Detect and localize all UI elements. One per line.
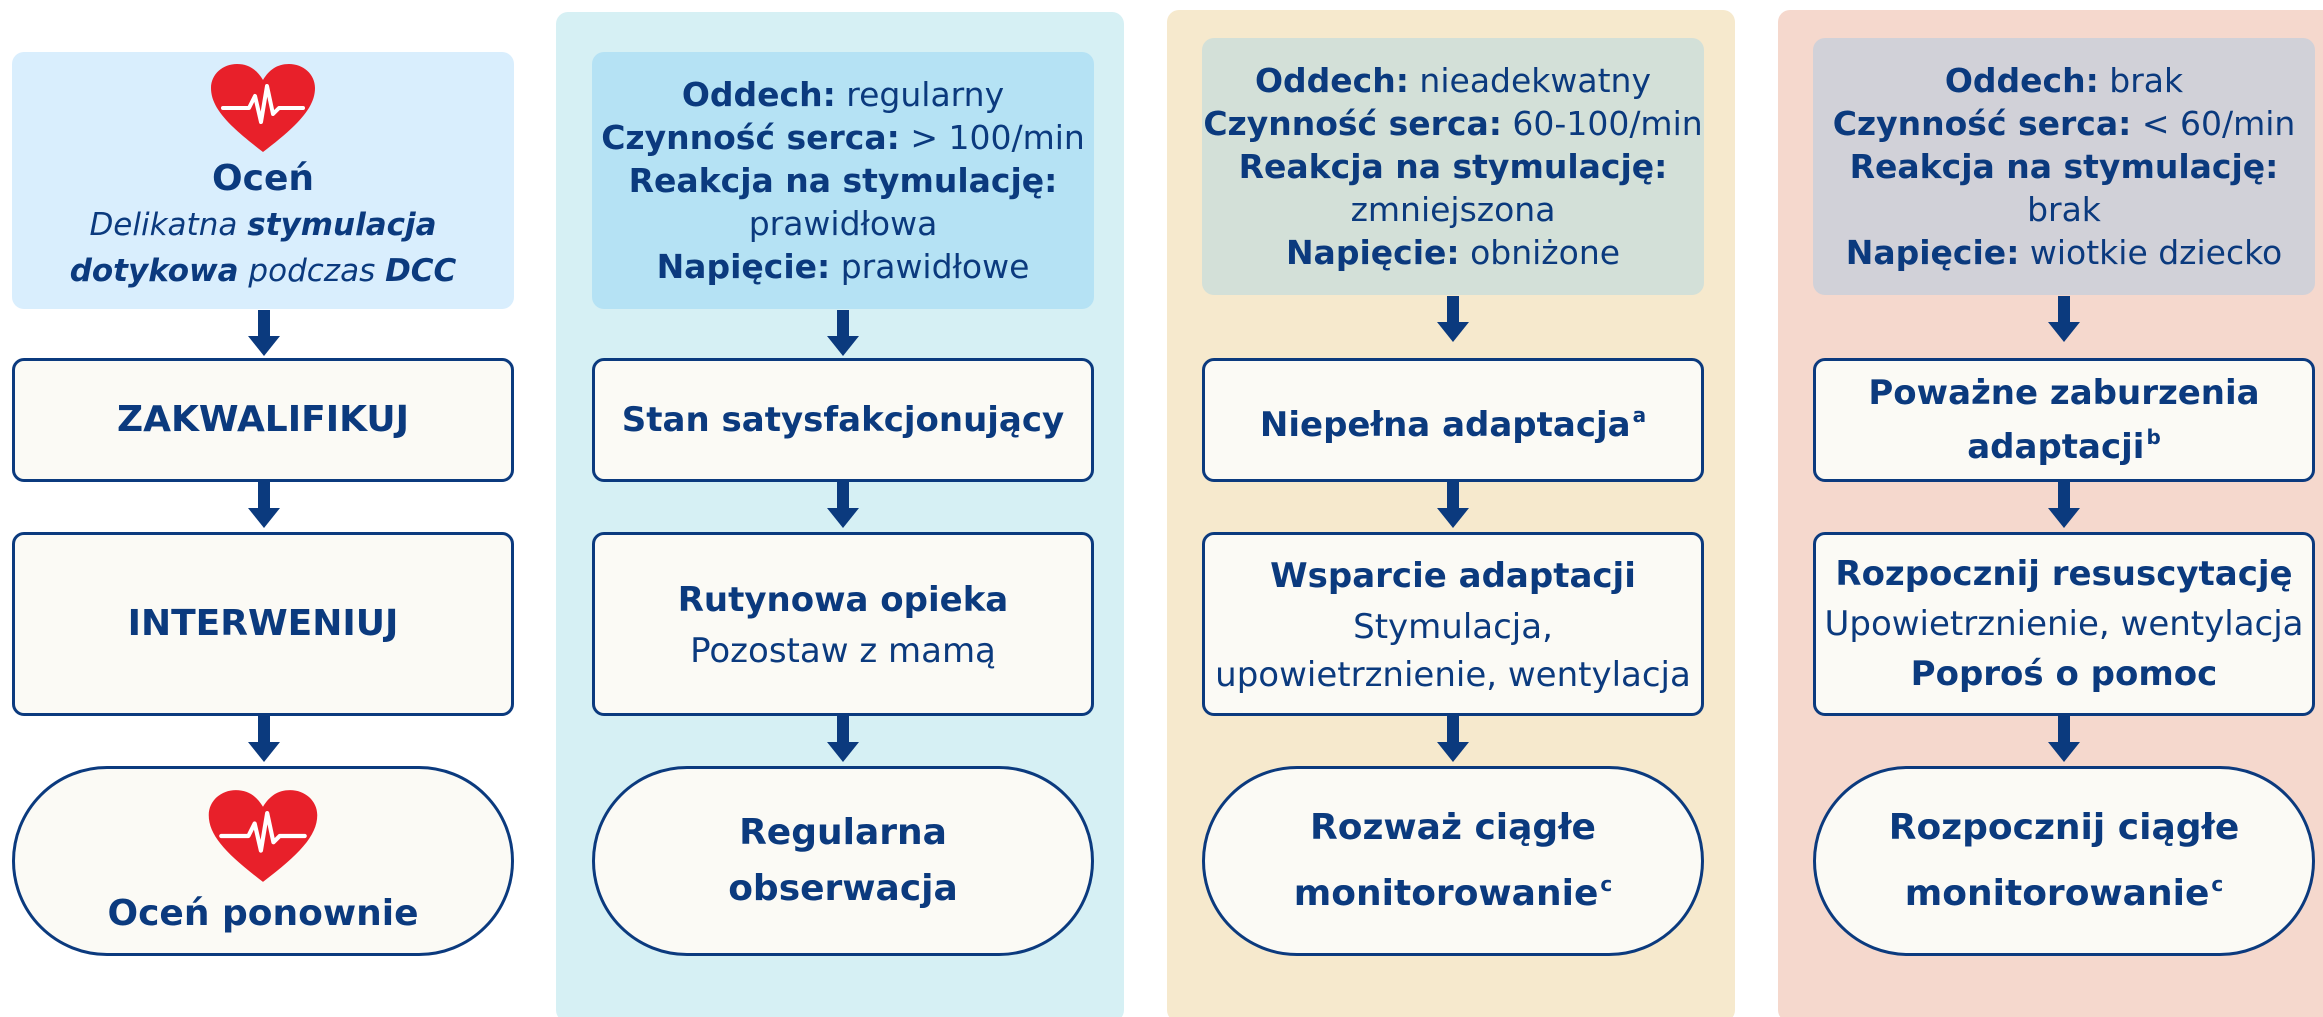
arrow-down-icon (2048, 482, 2080, 528)
qualify-label: ZAKWALIFIKUJ (116, 399, 410, 440)
reaction-criterion-label: Reakcja na stymulację: (1238, 147, 1668, 186)
partial-criteria-box: Oddech: nieadekwatny Czynność serca: 60-… (1202, 38, 1704, 295)
arrow-down-icon (2048, 296, 2080, 342)
start-resuscitation-box: Rozpocznij resuscytację Upowietrznienie,… (1813, 532, 2315, 716)
start-resuscitation-desc: Upowietrznienie, wentylacja (1824, 604, 2304, 644)
tone-criterion: Napięcie: obniżone (1285, 233, 1621, 272)
arrow-down-icon (1437, 296, 1469, 342)
reassess-label: Oceń ponownie (107, 893, 419, 934)
breath-criterion: Oddech: regularny (681, 75, 1005, 114)
reaction-criterion-value: brak (2027, 190, 2101, 229)
regular-observation-line2: obserwacja (728, 868, 958, 909)
assess-title: Oceń (212, 157, 314, 199)
arrow-down-icon (248, 310, 280, 356)
support-adaptation-title: Wsparcie adaptacji (1270, 556, 1636, 596)
normal-state-box: Stan satysfakcjonujący (592, 358, 1094, 482)
arrow-down-icon (827, 482, 859, 528)
reassess-box: Oceń ponownie (12, 766, 514, 956)
regular-observation-box: Regularna obserwacja (592, 766, 1094, 956)
heart-rate-criterion: Czynność serca: 60-100/min (1203, 104, 1703, 143)
assess-subtitle-line2: dotykowa podczas DCC (69, 252, 457, 289)
arrow-down-icon (248, 482, 280, 528)
start-monitoring-line1: Rozpocznij ciągłe (1888, 807, 2240, 848)
intervene-box: INTERWENIUJ (12, 532, 514, 716)
heart-rate-criterion: Czynność serca: > 100/min (601, 118, 1085, 157)
start-resuscitation-title: Rozpocznij resuscytację (1835, 554, 2293, 594)
reaction-criterion-value: zmniejszona (1350, 190, 1556, 229)
support-adaptation-desc-line2: upowietrznienie, wentylacja (1215, 655, 1691, 695)
consider-monitoring-line1: Rozważ ciągłe (1310, 807, 1596, 848)
arrow-down-icon (827, 310, 859, 356)
support-adaptation-desc-line1: Stymulacja, (1353, 607, 1553, 647)
breath-criterion: Oddech: brak (1944, 61, 2184, 100)
severe-state-line1: Poważne zaburzenia (1868, 373, 2260, 413)
reaction-criterion-value: prawidłowa (748, 204, 938, 243)
routine-care-desc: Pozostaw z mamą (690, 631, 996, 671)
arrow-down-icon (1437, 716, 1469, 762)
normal-criteria-box: Oddech: regularny Czynność serca: > 100/… (592, 52, 1094, 309)
qualify-box: ZAKWALIFIKUJ (12, 358, 514, 482)
tone-criterion: Napięcie: prawidłowe (656, 247, 1030, 286)
normal-state-label: Stan satysfakcjonujący (621, 400, 1065, 440)
assess-subtitle-line1: Delikatna stymulacja (89, 206, 437, 243)
heart-pulse-icon (211, 63, 315, 152)
heart-rate-criterion: Czynność serca: < 60/min (1832, 104, 2296, 143)
regular-observation-line1: Regularna (739, 812, 947, 853)
assess-header-box: Oceń Delikatna stymulacja dotykowa podcz… (12, 52, 514, 309)
reaction-criterion-label: Reakcja na stymulację: (628, 161, 1058, 200)
routine-care-title: Rutynowa opieka (677, 580, 1009, 620)
tone-criterion: Napięcie: wiotkie dziecko (1845, 233, 2283, 272)
arrow-down-icon (248, 716, 280, 762)
heart-pulse-icon (208, 790, 318, 882)
reaction-criterion-label: Reakcja na stymulację: (1849, 147, 2279, 186)
routine-care-box: Rutynowa opieka Pozostaw z mamą (592, 532, 1094, 716)
breath-criterion: Oddech: nieadekwatny (1255, 61, 1651, 100)
severe-criteria-box: Oddech: brak Czynność serca: < 60/min Re… (1813, 38, 2315, 295)
ask-for-help-label: Poproś o pomoc (1910, 654, 2218, 694)
arrow-down-icon (2048, 716, 2080, 762)
arrow-down-icon (1437, 482, 1469, 528)
arrow-down-icon (827, 716, 859, 762)
support-adaptation-box: Wsparcie adaptacji Stymulacja, upowietrz… (1202, 532, 1704, 716)
intervene-label: INTERWENIUJ (127, 603, 399, 644)
